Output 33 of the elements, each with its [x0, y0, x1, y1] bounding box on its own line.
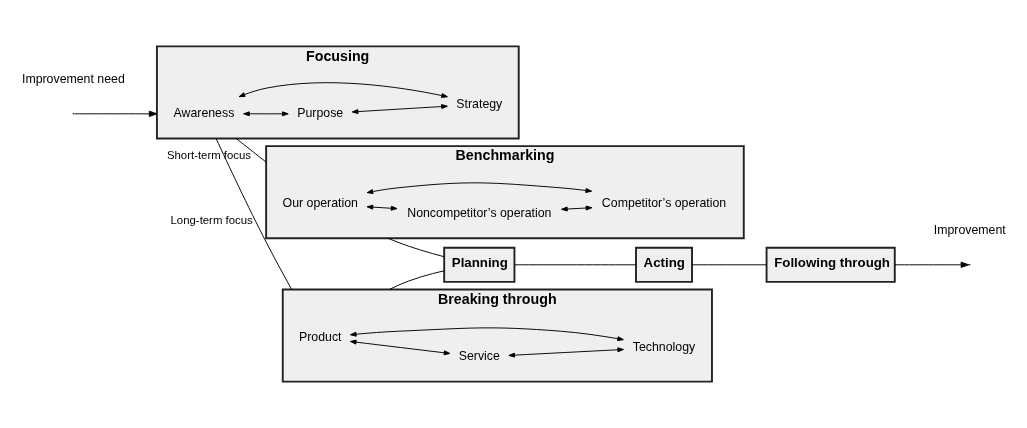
connector [514, 264, 637, 266]
connector [691, 264, 767, 266]
node-text: Awareness [173, 106, 235, 121]
node-text: Noncompetitor’s operation [407, 205, 552, 220]
edge-label: Long-term focus [170, 214, 253, 227]
arrow [351, 104, 448, 115]
node-text: Purpose [297, 106, 344, 121]
node-box: Acting [635, 246, 693, 283]
connector [235, 138, 267, 163]
edge-label: Short-term focus [166, 149, 252, 162]
connector [388, 270, 445, 290]
arrow [366, 182, 593, 194]
arrow [73, 110, 158, 117]
arrow [349, 339, 451, 356]
connector [215, 138, 293, 290]
node-text: Strategy [456, 96, 503, 111]
node-text: Our operation [282, 196, 358, 211]
arrow [508, 347, 624, 358]
node-text: Technology [632, 339, 696, 354]
arrow [894, 261, 970, 268]
arrow [349, 327, 624, 342]
connector [387, 237, 445, 258]
arrow [561, 205, 593, 212]
label: Improvement need [21, 71, 125, 86]
node-text: Competitor’s operation [601, 196, 727, 211]
node-text: Service [458, 349, 500, 364]
arrow [243, 111, 289, 117]
label: Improvement [933, 222, 1006, 237]
node-box: Following through [765, 246, 896, 283]
node-box: Planning [443, 246, 516, 283]
node-text: Product [299, 330, 342, 345]
arrow [238, 82, 448, 98]
arrow [366, 204, 398, 211]
